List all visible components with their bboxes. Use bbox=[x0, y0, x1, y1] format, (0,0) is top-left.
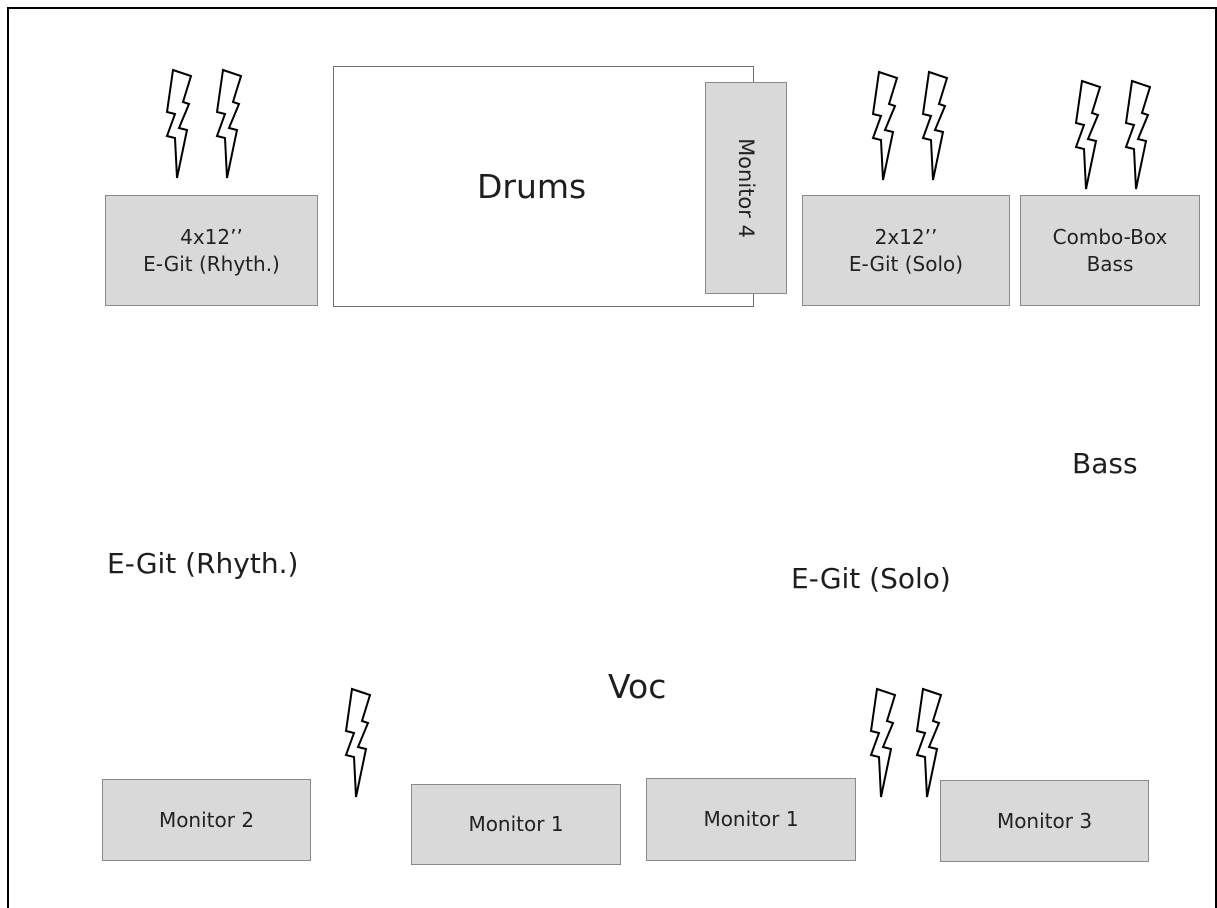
vocals-position: Voc bbox=[608, 667, 667, 706]
rhythm-guitar-position: E-Git (Rhyth.) bbox=[107, 547, 299, 580]
solo-guitar-position: E-Git (Solo) bbox=[791, 562, 951, 595]
solo-cabinet-label: E-Git (Solo) bbox=[848, 251, 964, 276]
lightning-bolt-icon bbox=[871, 70, 899, 181]
stage-plan: Drums Monitor 4 4x12’’ E-Git (Rhyth.) 2x… bbox=[7, 7, 1217, 908]
bass-combo-line2: Bass bbox=[1086, 251, 1134, 276]
lightning-bolt-icon bbox=[1124, 79, 1152, 190]
monitor-1-left-label: Monitor 1 bbox=[468, 812, 564, 836]
lightning-bolt-icon bbox=[165, 68, 193, 179]
monitor-1-right: Monitor 1 bbox=[646, 778, 856, 861]
drums-label: Drums bbox=[477, 167, 587, 206]
bass-position: Bass bbox=[1072, 447, 1138, 480]
solo-guitar-cabinet: 2x12’’ E-Git (Solo) bbox=[802, 195, 1010, 306]
monitor-1-left: Monitor 1 bbox=[411, 784, 621, 865]
bass-combo-line1: Combo-Box bbox=[1052, 224, 1168, 249]
monitor-2-label: Monitor 2 bbox=[158, 807, 255, 832]
lightning-bolt-icon bbox=[1074, 79, 1102, 190]
solo-cabinet-size: 2x12’’ bbox=[874, 224, 938, 249]
monitor-4-label: Monitor 4 bbox=[734, 138, 758, 238]
lightning-bolt-icon bbox=[915, 687, 943, 798]
bass-combo: Combo-Box Bass bbox=[1020, 195, 1200, 306]
lightning-bolt-icon bbox=[344, 687, 372, 798]
lightning-bolt-icon bbox=[921, 70, 949, 181]
lightning-bolt-icon bbox=[215, 68, 243, 179]
monitor-1-right-label: Monitor 1 bbox=[703, 807, 799, 831]
monitor-2: Monitor 2 bbox=[102, 779, 311, 861]
monitor-3: Monitor 3 bbox=[940, 780, 1149, 862]
rhythm-cabinet-size: 4x12’’ bbox=[180, 224, 243, 249]
rhythm-cabinet-label: E-Git (Rhyth.) bbox=[143, 251, 280, 276]
monitor-3-label: Monitor 3 bbox=[996, 808, 1093, 833]
monitor-4: Monitor 4 bbox=[705, 82, 787, 294]
lightning-bolt-icon bbox=[869, 687, 897, 798]
drums-area bbox=[333, 66, 754, 307]
rhythm-guitar-cabinet: 4x12’’ E-Git (Rhyth.) bbox=[105, 195, 318, 306]
